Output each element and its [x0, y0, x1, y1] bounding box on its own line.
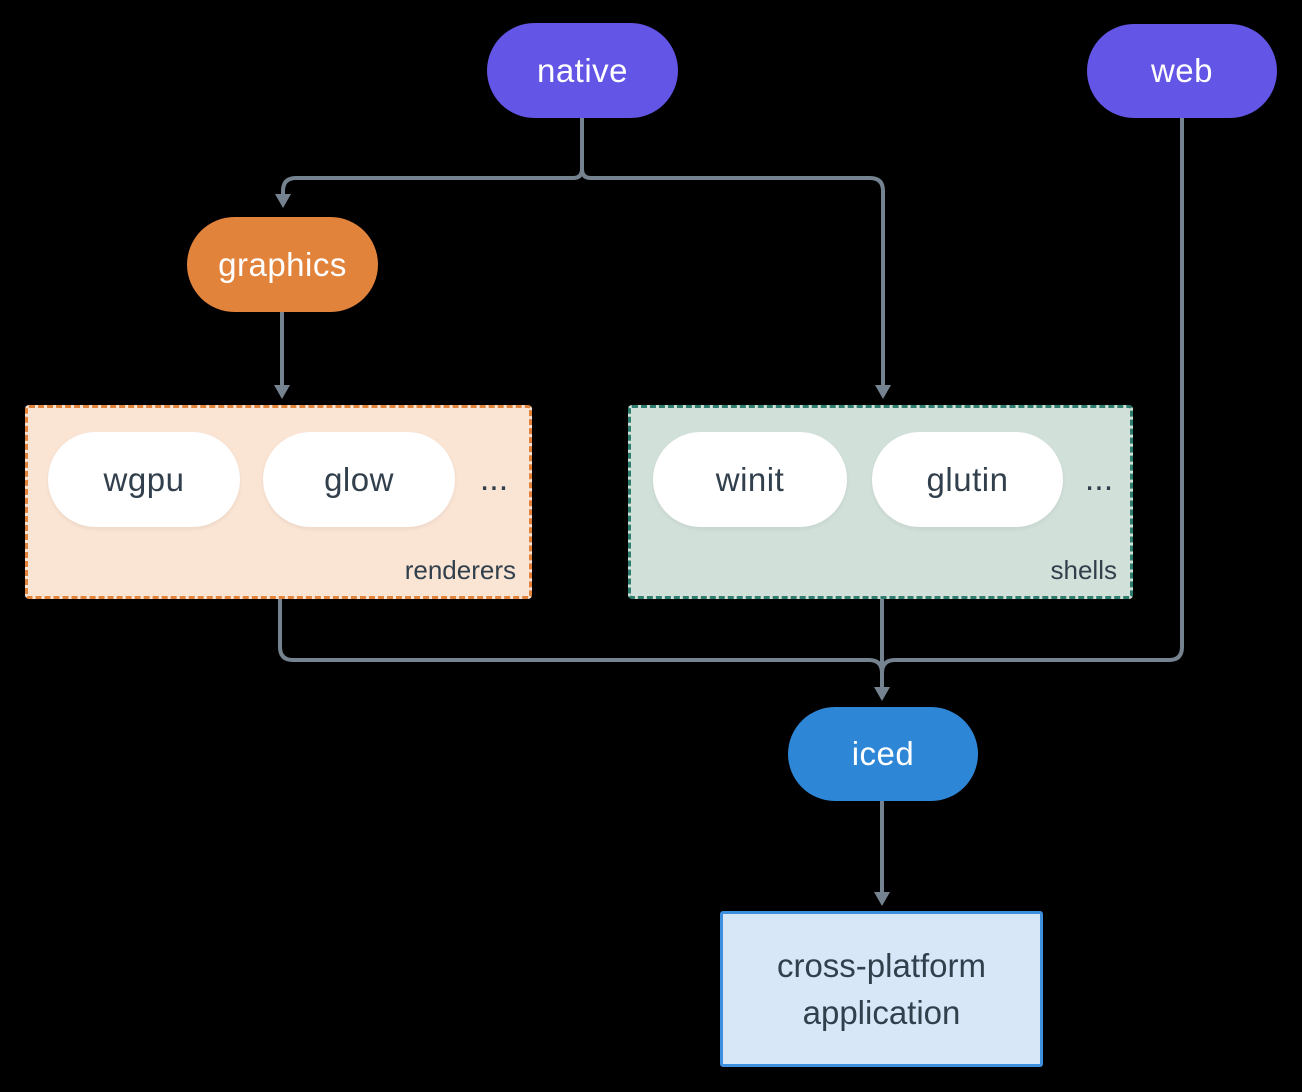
node-web: web [1087, 24, 1277, 118]
node-glutin: glutin [872, 432, 1063, 527]
node-winit-label: winit [715, 460, 785, 498]
node-winit: winit [653, 432, 847, 527]
node-glutin-label: glutin [926, 460, 1009, 498]
group-renderers-label: renderers [404, 555, 516, 585]
node-web-label: web [1150, 52, 1214, 89]
app-label-line-2: application [802, 994, 961, 1031]
arrowhead-into-app [874, 892, 890, 906]
edge-native-to-graphics [281, 118, 584, 195]
arrowhead-into-graphics [275, 194, 291, 208]
renderers-ellipsis: ... [479, 460, 509, 498]
app-label-line-1: cross-platform [776, 947, 987, 984]
edge-renderers-to-iced [278, 599, 884, 688]
group-shells-label: shells [1050, 555, 1117, 585]
node-iced: iced [788, 707, 978, 801]
node-glow-label: glow [324, 460, 394, 498]
node-wgpu-label: wgpu [103, 460, 185, 498]
node-native-label: native [536, 51, 629, 89]
arrowhead-into-iced [874, 687, 890, 701]
node-glow: glow [263, 432, 455, 527]
node-wgpu: wgpu [48, 432, 240, 527]
arrowhead-into-renderers [274, 385, 290, 399]
edge-native-to-shells [580, 118, 885, 386]
arrowhead-into-shells [875, 385, 891, 399]
shells-ellipsis: ... [1084, 460, 1114, 498]
node-native: native [487, 23, 678, 118]
node-cross-platform-application: cross-platform application [720, 911, 1043, 1067]
node-iced-label: iced [851, 735, 915, 772]
node-graphics: graphics [187, 217, 378, 312]
node-graphics-label: graphics [218, 245, 347, 283]
